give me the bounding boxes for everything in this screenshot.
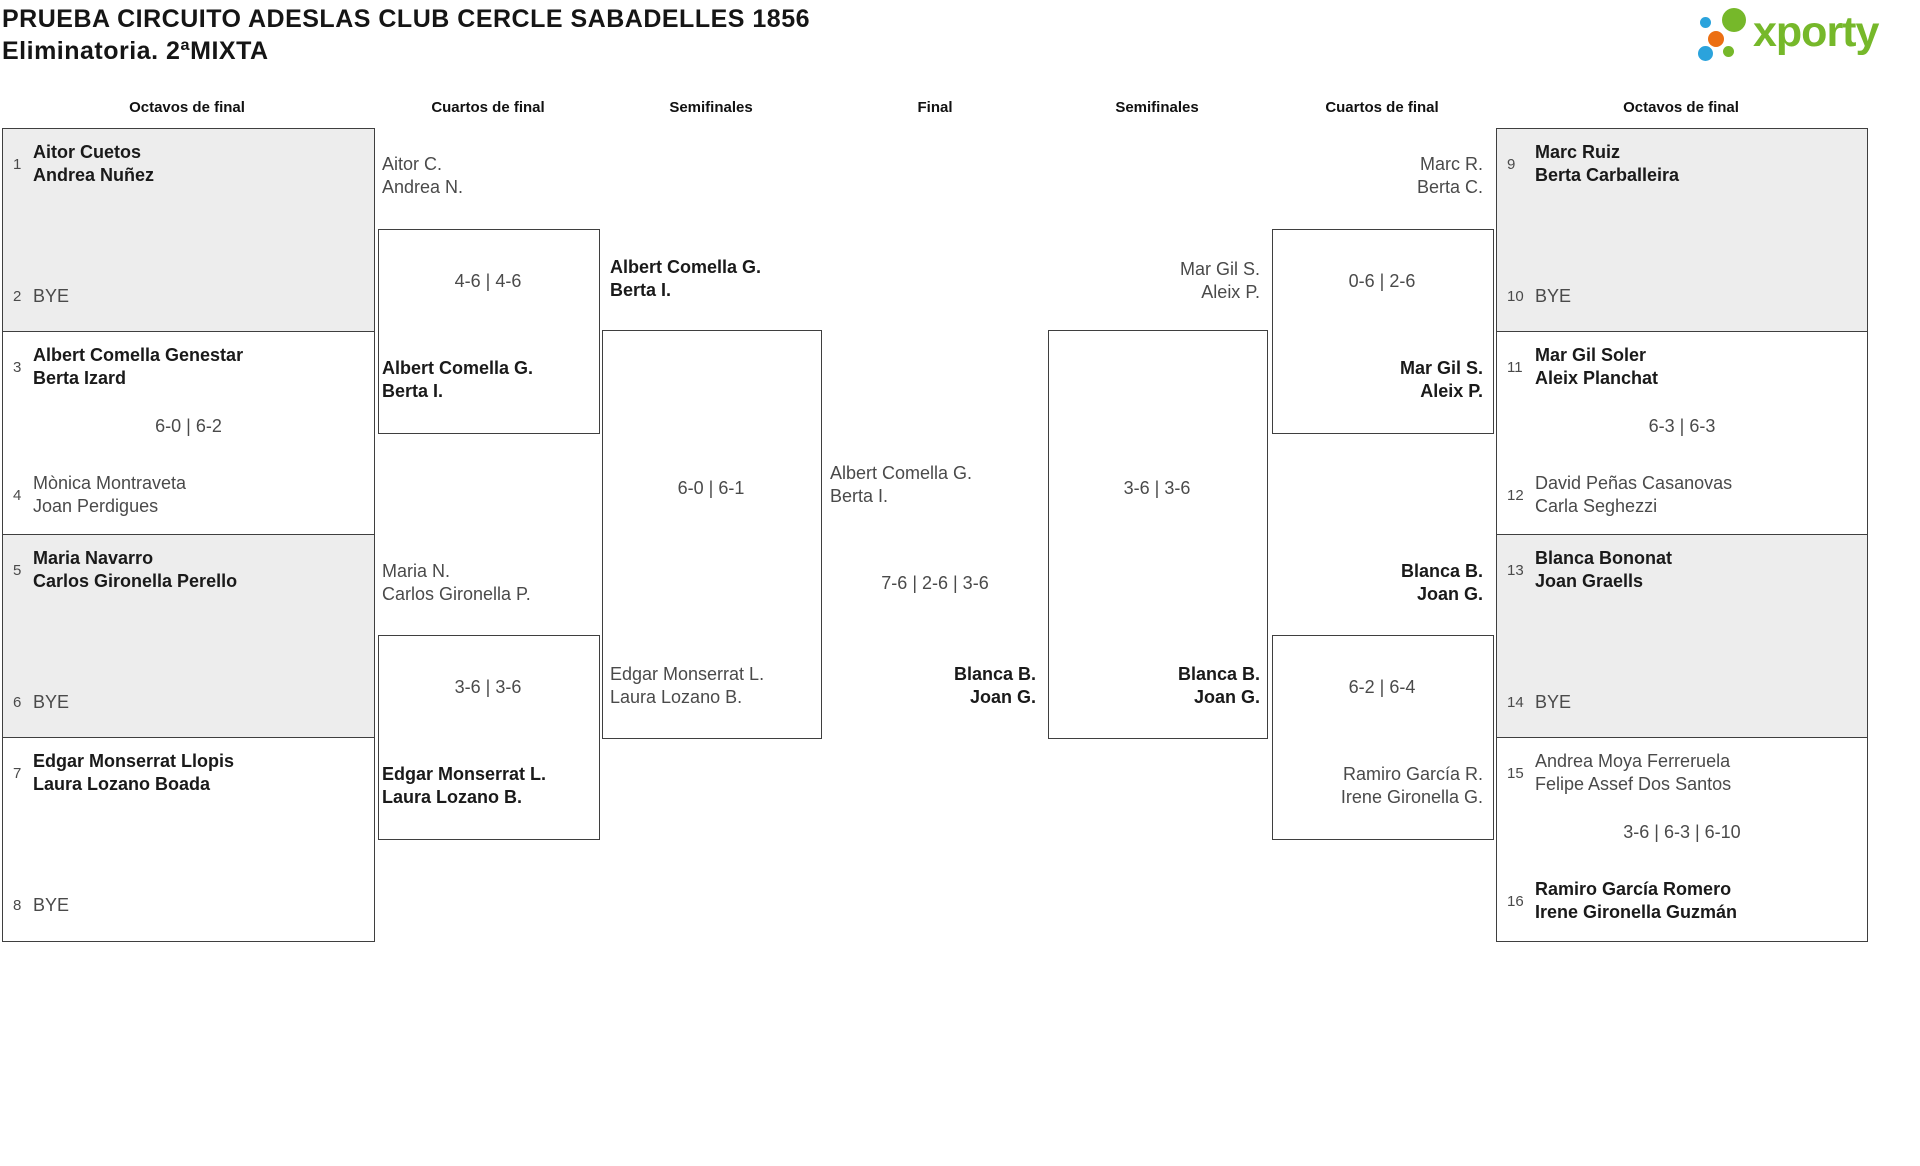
bye-entry: 2 BYE (13, 286, 70, 306)
final-score: 7-6 | 2-6 | 3-6 (881, 573, 989, 593)
qf-left-top-winner: Albert Comella G.Berta I. (382, 358, 534, 401)
bye-entry: 8 BYE (13, 895, 70, 915)
logo-wordmark: xporty (1753, 8, 1879, 56)
match-score: 0-6 | 2-6 (1348, 271, 1416, 291)
match-score: 6-0 | 6-2 (155, 416, 222, 436)
seed-number: 14 (1507, 694, 1524, 711)
seed-number: 9 (1507, 155, 1516, 173)
sf-left-top-team: Albert Comella G.Berta I. (610, 257, 762, 300)
sf-left-box (602, 330, 822, 739)
seed-number: 1 (13, 155, 22, 173)
match-score: 3-6 | 3-6 (454, 677, 522, 697)
final-team-left: Albert Comella G.Berta I. (830, 463, 973, 506)
qf-left-bottom-winner: Edgar Monserrat L.Laura Lozano B. (382, 764, 547, 807)
round-header-semis-left: Semifinales (669, 99, 753, 116)
round-header-final: Final (917, 99, 953, 116)
qf-right-bottom-winner: Blanca B.Joan G. (1400, 561, 1483, 604)
round-header-cuartos-left: Cuartos de final (431, 99, 545, 116)
seed-number: 2 (13, 288, 22, 305)
match-score: 6-0 | 6-1 (677, 478, 745, 498)
seed-number: 11 (1507, 358, 1523, 376)
round-header-octavos-right: Octavos de final (1623, 99, 1739, 116)
qf-right-top-winner: Mar Gil S.Aleix P. (1399, 358, 1483, 401)
qf-left-bottom-box (378, 635, 600, 840)
tournament-subtitle: Eliminatoria. 2ªMIXTA (2, 37, 269, 65)
round-header-cuartos-right: Cuartos de final (1325, 99, 1439, 116)
seed-number: 3 (13, 358, 22, 376)
match-score: 4-6 | 4-6 (454, 271, 522, 291)
qf-right-bottom-team-b: Ramiro García R.Irene Gironella G. (1340, 764, 1483, 807)
qf-left-top-team-a: Aitor C.Andrea N. (382, 154, 464, 197)
sf-left-bottom-team: Edgar Monserrat L.Laura Lozano B. (610, 664, 765, 707)
logo-dot-blue-small-icon (1700, 17, 1711, 28)
match-score: 6-2 | 6-4 (1348, 677, 1416, 697)
seed-number: 10 (1507, 288, 1524, 305)
match-score: 3-6 | 6-3 | 6-10 (1623, 822, 1741, 842)
seed-number: 12 (1507, 486, 1524, 504)
match-score: 6-3 | 6-3 (1648, 416, 1716, 436)
round-header-semis-right: Semifinales (1115, 99, 1199, 116)
qf-right-top-box (1272, 229, 1494, 434)
logo-dot-green-big-icon (1722, 8, 1746, 32)
sf-right-bottom-team: Blanca B.Joan G. (1177, 664, 1260, 707)
qf-right-bottom-box (1272, 635, 1494, 840)
seed-number: 15 (1507, 764, 1524, 782)
tournament-title: PRUEBA CIRCUITO ADESLAS CLUB CERCLE SABA… (2, 5, 811, 33)
bye-entry: 10 BYE (1507, 286, 1572, 306)
qf-left-bottom-team-a: Maria N.Carlos Gironella P. (382, 561, 531, 604)
qf-right-top-team-a: Marc R.Berta C. (1416, 154, 1483, 197)
seed-number: 16 (1507, 892, 1524, 910)
logo-dot-blue-medium-icon (1698, 46, 1713, 61)
sf-right-box (1048, 330, 1268, 739)
sf-right-top-team: Mar Gil S.Aleix P. (1179, 259, 1260, 302)
seed-number: 5 (13, 561, 22, 579)
seed-number: 8 (13, 897, 22, 914)
seed-number: 7 (13, 764, 22, 782)
round-header-octavos-left: Octavos de final (129, 99, 245, 116)
match-score: 3-6 | 3-6 (1123, 478, 1191, 498)
seed-number: 6 (13, 694, 22, 711)
bye-entry: 6 BYE (13, 692, 70, 712)
logo-dot-orange-icon (1708, 31, 1724, 47)
seed-number: 13 (1507, 561, 1524, 579)
qf-left-top-box (378, 229, 600, 434)
logo-dot-green-small-icon (1723, 46, 1734, 57)
bye-entry: 14 BYE (1507, 692, 1572, 712)
final-team-right-winner: Blanca B.Joan G. (953, 664, 1036, 707)
seed-number: 4 (13, 486, 22, 504)
